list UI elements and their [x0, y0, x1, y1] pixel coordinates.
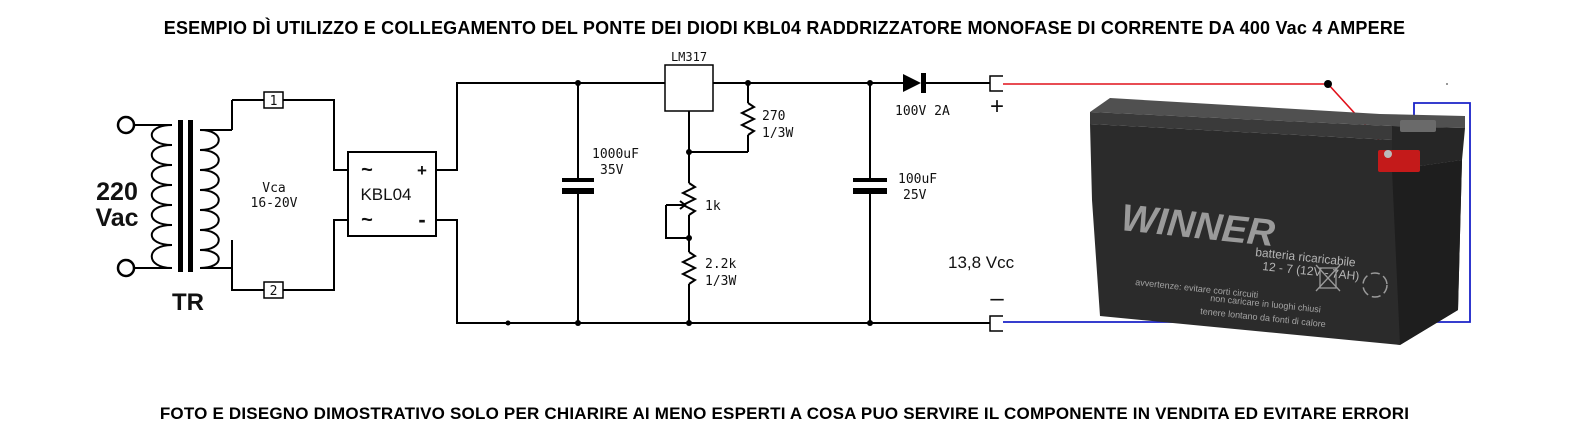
- bridge-minus: -: [418, 207, 425, 232]
- core-bar-2: [188, 120, 193, 272]
- resistor-2k2: 2.2k 1/3W: [680, 251, 736, 326]
- lm317-regulator: LM317: [664, 50, 714, 112]
- secondary-voltage-label-1: Vca: [262, 181, 285, 196]
- r2k2-power: 1/3W: [705, 274, 736, 289]
- battery-terminal-negative: [1400, 120, 1436, 132]
- bridge-plus: +: [417, 161, 427, 180]
- cap1-voltage: 35V: [600, 163, 624, 178]
- r2k2-value: 2.2k: [705, 257, 736, 272]
- secondary-winding: [199, 129, 220, 269]
- cap2-value: 100uF: [898, 172, 937, 187]
- ac-symbol-bottom: ~: [361, 209, 373, 231]
- cap2-voltage: 25V: [903, 188, 927, 203]
- resistor-270: 270 1/3W: [689, 83, 793, 153]
- recycle-bin-icon: [1315, 264, 1341, 292]
- wire-ground-rail: [436, 219, 990, 324]
- output-terminal-minus: [989, 315, 1003, 332]
- transformer-label: TR: [172, 289, 204, 316]
- output-plus-sign: +: [990, 93, 1004, 120]
- terminal-1-label: 1: [270, 94, 278, 109]
- input-voltage-label: 220: [96, 178, 138, 206]
- secondary-voltage-label-2: 16-20V: [251, 196, 298, 211]
- wire-positive-rail: [436, 82, 665, 171]
- footer-note: FOTO E DISEGNO DIMOSTRATIVO SOLO PER CHI…: [159, 404, 1410, 423]
- output-voltage: 13,8 Vcc: [948, 253, 1015, 272]
- trimmer-value: 1k: [705, 199, 721, 214]
- output-terminal-plus: [989, 75, 1003, 92]
- terminal-2-label: 2: [270, 284, 278, 299]
- recycle-icon: [1362, 272, 1388, 298]
- core-bar-1: [178, 120, 183, 272]
- primary-winding: [151, 124, 173, 269]
- input-terminal-bottom: [116, 258, 136, 278]
- input-unit-label: Vac: [95, 204, 138, 232]
- r270-power: 1/3W: [762, 126, 793, 141]
- transformer: 1 2 220 Vac TR Vca 16-20V: [95, 91, 298, 316]
- trimmer-1k: 1k: [665, 182, 721, 241]
- regulator-name: LM317: [671, 50, 707, 64]
- ac-symbol-top: ~: [361, 159, 373, 181]
- battery: WINNER batteria ricaricabile 12 - 7 (12V…: [1090, 98, 1465, 345]
- r270-value: 270: [762, 109, 785, 124]
- wire-ac-2: [283, 219, 348, 291]
- output-minus-sign: –: [990, 285, 1004, 312]
- bridge-name: KBL04: [360, 185, 411, 204]
- cap1-value: 1000uF: [592, 147, 639, 162]
- diode: 100V 2A: [870, 73, 990, 119]
- diode-rating: 100V 2A: [895, 104, 950, 119]
- input-terminal-top: [116, 115, 136, 135]
- capacitor-100uf: 100uF 25V: [853, 80, 937, 326]
- bridge-rectifier: ~ ~ + - KBL04: [347, 151, 437, 237]
- capacitor-1000uf: 1000uF 35V: [562, 80, 639, 326]
- wire-ac-1: [283, 99, 348, 171]
- page-title: ESEMPIO DÌ UTILIZZO E COLLEGAMENTO DEL P…: [163, 18, 1406, 38]
